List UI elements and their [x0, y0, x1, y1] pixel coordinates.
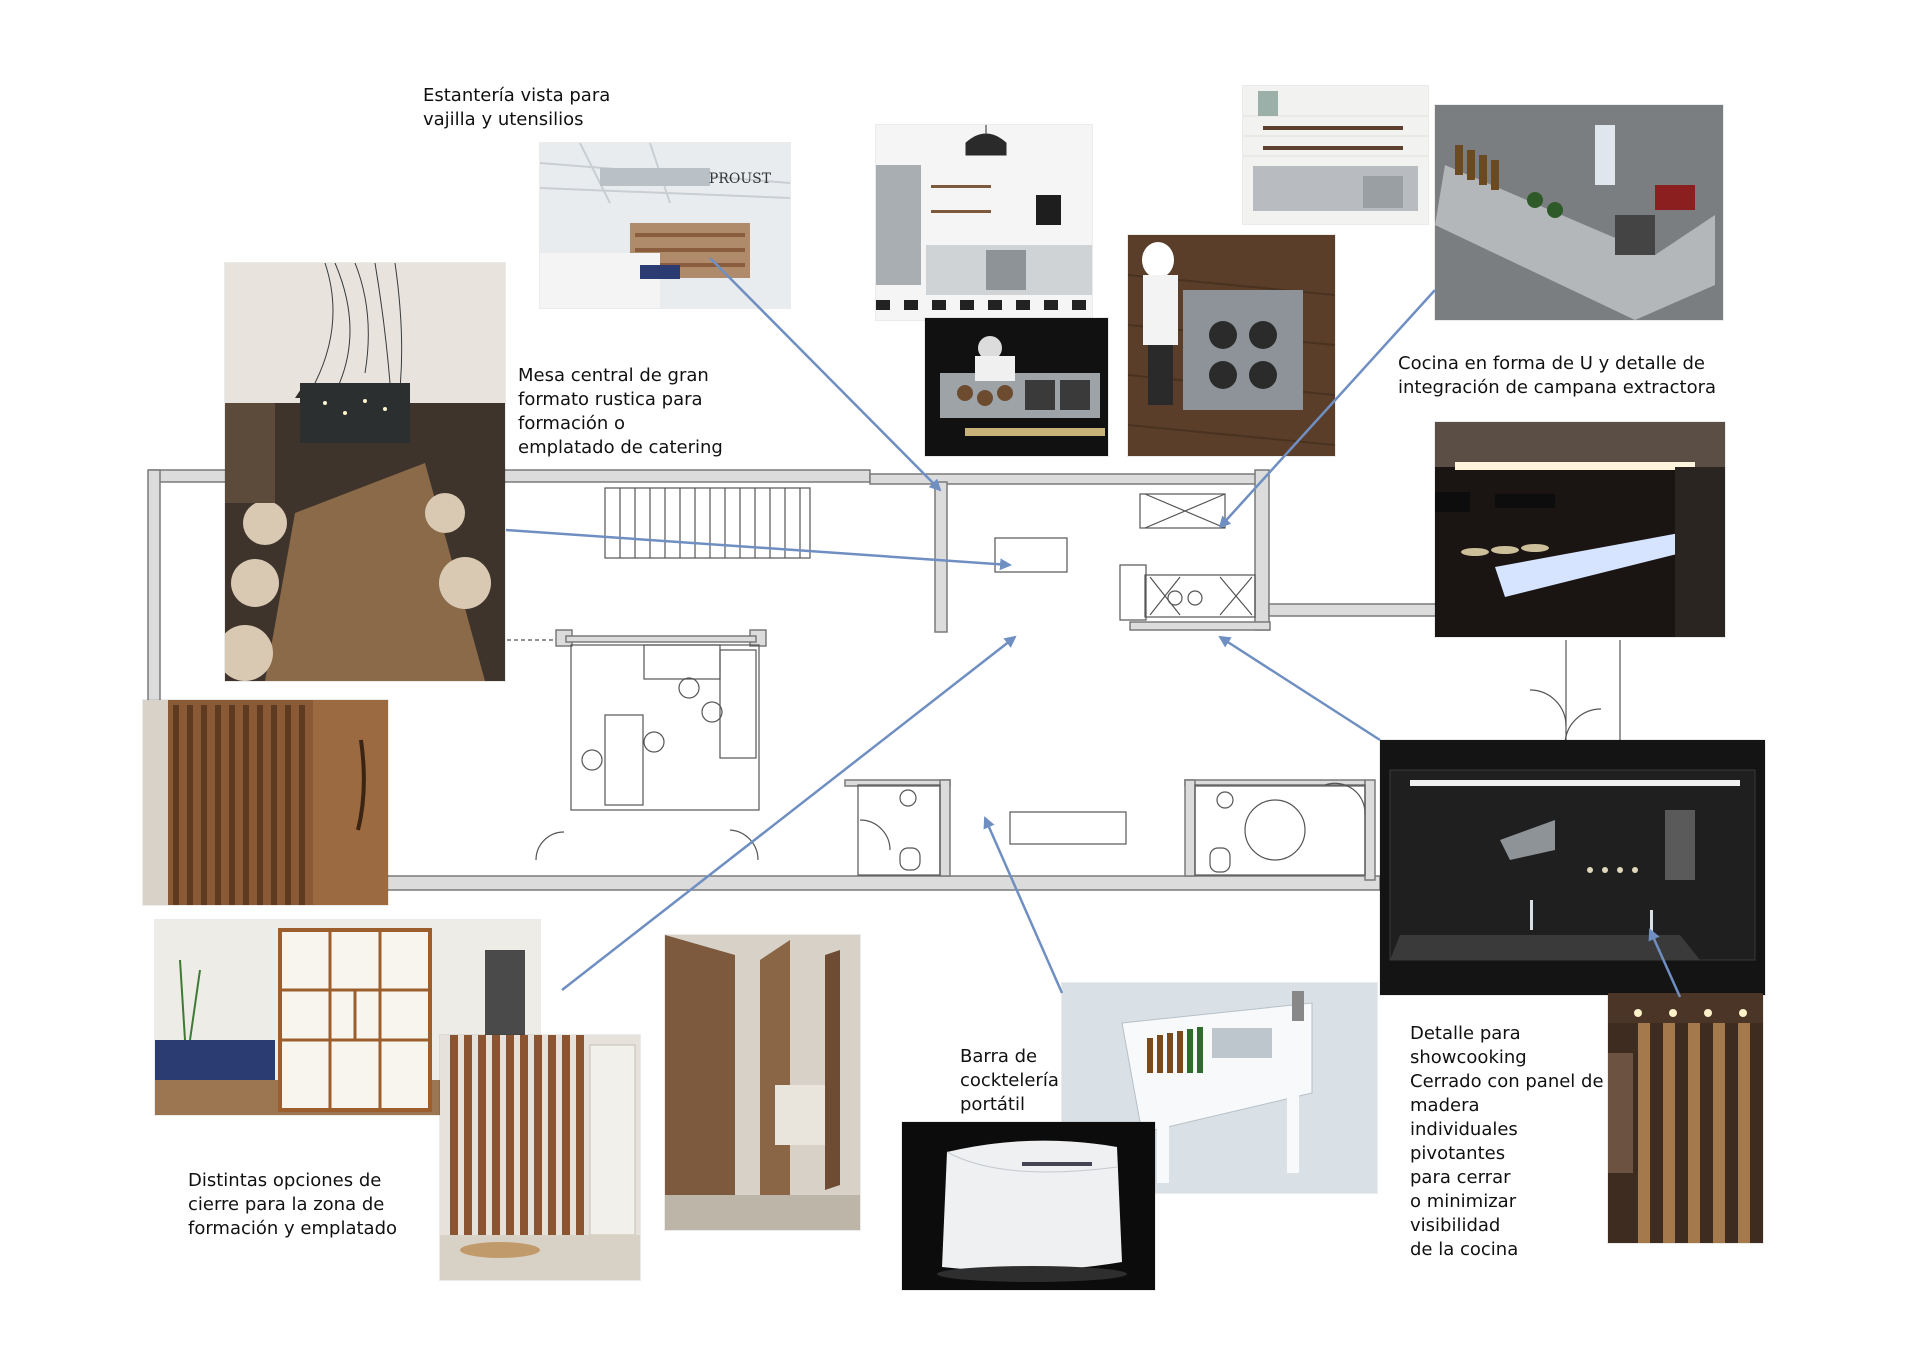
bath1-right	[939, 779, 951, 877]
photo-illuminated-kitchen-bar	[1435, 422, 1725, 637]
caption-shelving: Estantería vista para vajilla y utensili…	[423, 85, 611, 130]
photo-shop-shelving: PROUST	[540, 143, 790, 308]
photo-steel-kitchen-wall	[1243, 86, 1428, 224]
bath2-right	[1364, 779, 1376, 881]
photo-u-kitchen-overhead	[1435, 105, 1723, 320]
staircase	[604, 487, 811, 559]
office-door-swing	[535, 831, 565, 861]
left-wall	[147, 469, 161, 706]
kitchen-bottom-wall	[1129, 621, 1271, 631]
photo-pivoting-wood-slats	[1608, 993, 1763, 1243]
bath2-room	[1194, 784, 1366, 876]
caption-showcooking: Detalle para showcooking Cerrado con pan…	[1410, 1023, 1604, 1260]
kitchen-left-wall	[934, 481, 948, 633]
kitchen-counter-bottom	[1144, 574, 1256, 618]
office-top-wall	[565, 635, 757, 643]
caption-cocktail-bar: Barra de cocktelería portátil	[960, 1046, 1059, 1115]
stair-treads	[619, 488, 801, 558]
door-right-a	[1529, 689, 1567, 727]
office-room	[570, 644, 760, 811]
shop-sign-text: PROUST	[709, 171, 772, 187]
photo-white-kitchen	[876, 125, 1092, 320]
office-desk-top	[643, 644, 721, 680]
photo-chef-overhead-dark	[925, 318, 1108, 456]
caption-closure-options: Distintas opciones de cierre para la zon…	[188, 1170, 398, 1239]
kitchen-island-end	[1119, 564, 1147, 621]
photo-cooking-class	[225, 263, 505, 681]
corridor-bench	[1009, 811, 1127, 845]
office-door-swing-2	[729, 829, 759, 861]
caption-central-table: Mesa central de gran formato rustica par…	[518, 365, 723, 458]
photo-wood-slat-divider-room	[440, 1035, 640, 1280]
photo-showcooking-glass-kitchen	[1380, 740, 1765, 995]
bath1-room	[857, 784, 941, 876]
bath2-left	[1184, 779, 1196, 877]
right-annex-wall	[1268, 603, 1440, 617]
central-table	[994, 537, 1068, 573]
caption-u-kitchen: Cocina en forma de U y detalle de integr…	[1398, 353, 1717, 398]
photo-wood-slat-panel	[143, 700, 388, 905]
office-desk-right	[719, 649, 757, 759]
kitchen-right-wall	[1254, 469, 1270, 631]
top-wall-mid	[869, 473, 1266, 485]
office-desk-left	[604, 714, 644, 806]
photo-chef-cooking-station	[1128, 235, 1335, 456]
photo-illuminated-bar-counter	[902, 1122, 1155, 1290]
photo-pivoting-wood-panels	[665, 935, 860, 1230]
